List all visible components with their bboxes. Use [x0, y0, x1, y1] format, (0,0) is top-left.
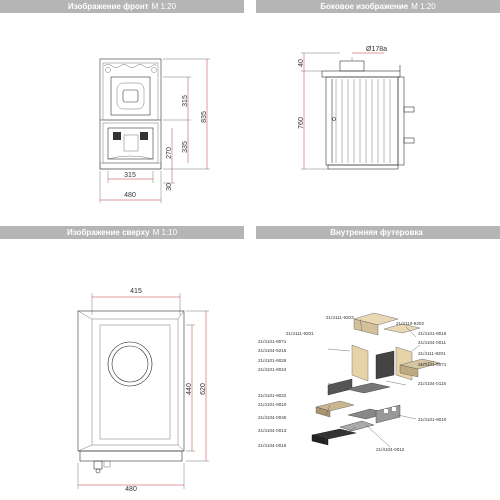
part-code: 21/4101-9010 — [418, 417, 447, 422]
part-code: 21/4101-9071 — [258, 339, 287, 344]
part-code: 21/4101-9071 — [418, 362, 447, 367]
top-dim-480: 480 — [125, 486, 137, 493]
front-dim-315: 315 — [182, 95, 189, 107]
part-code: 21/4104-0045 — [258, 415, 287, 420]
front-dim-335: 335 — [182, 141, 189, 153]
lining-exploded-drawing: 21/4111-9203 21/4110-9202 21/4111-9201 2… — [258, 312, 447, 452]
part-code: 21/4101-9016 — [418, 331, 447, 336]
part-code: 21/4111-9203 — [326, 315, 354, 320]
part-code: 21/4104-9215 — [258, 348, 287, 353]
front-dim-door-315: 315 — [124, 172, 136, 179]
part-code: 21/4110-9202 — [396, 321, 424, 326]
side-view-drawing: Ø178a 40 — [298, 46, 415, 170]
top-view-drawing: 415 440 620 — [77, 288, 209, 493]
part-code: 21/4104-0115 — [418, 381, 446, 386]
top-dim-440: 440 — [186, 383, 193, 395]
front-view-drawing: 835 315 335 270 30 315 480 — [99, 58, 210, 203]
part-code: 21/4104-0011 — [418, 340, 446, 345]
lining-title: Внутренняя футеровка — [256, 226, 500, 239]
part-code: 21/4111-9201 — [418, 351, 446, 356]
top-dim-620: 620 — [200, 383, 207, 395]
part-code: 21/4101-9024 — [258, 367, 287, 372]
part-code: 21/4101-9022 — [258, 393, 287, 398]
side-dim-760: 760 — [298, 117, 305, 129]
leader-lines — [325, 318, 435, 448]
front-dim-270: 270 — [166, 147, 173, 159]
lining-part-codes: 21/4111-9203 21/4110-9202 21/4111-9201 2… — [258, 315, 447, 452]
front-dim-480: 480 — [124, 192, 136, 199]
part-code: 21/4104-0016 — [258, 443, 287, 448]
part-code: 21/4104-0012 — [376, 447, 405, 452]
lining-parts — [311, 312, 441, 446]
part-code: 21/4111-9201 — [286, 331, 314, 336]
side-dim-40: 40 — [298, 59, 305, 67]
top-dim-415: 415 — [130, 288, 142, 295]
side-dim-flue: Ø178a — [366, 46, 387, 53]
part-code: 21/4104-0013 — [258, 428, 287, 433]
lining-panel: Внутренняя футеровка — [256, 226, 500, 500]
front-dim-30: 30 — [166, 183, 173, 191]
part-code: 21/4101-9026 — [258, 358, 287, 363]
part-code: 21/4101-9010 — [258, 402, 287, 407]
front-dim-835: 835 — [201, 111, 208, 123]
